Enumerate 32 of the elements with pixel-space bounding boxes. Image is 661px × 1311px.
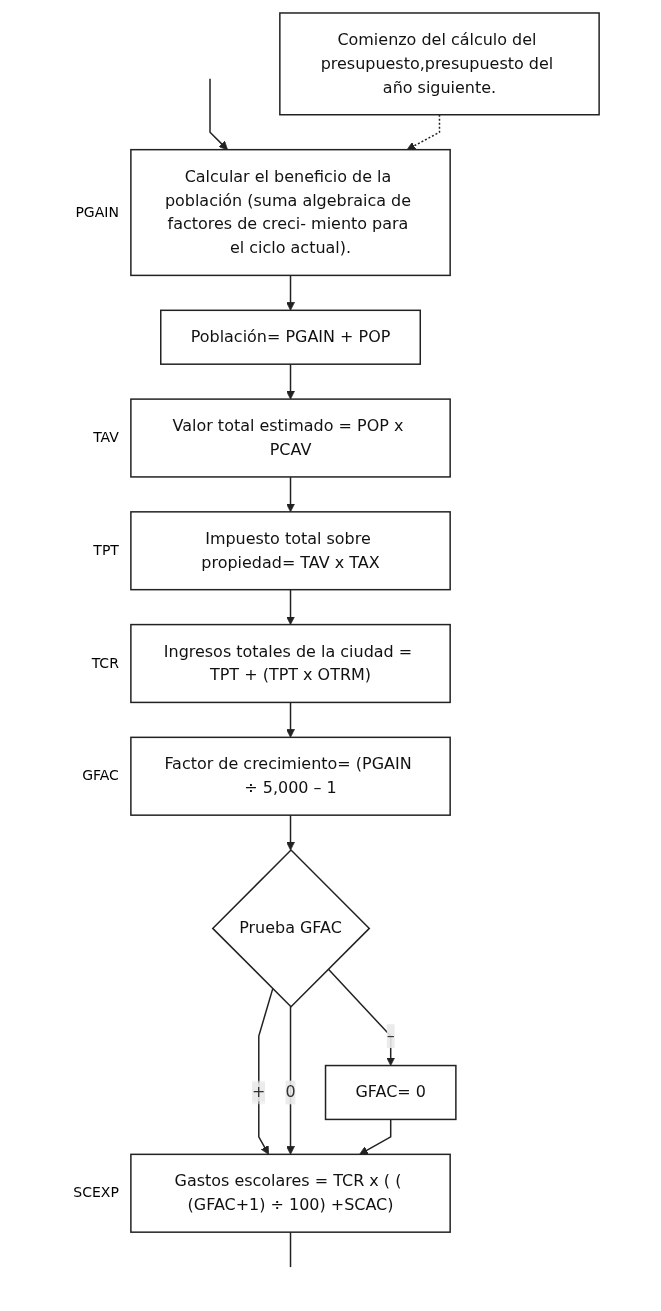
variable-name: TAV <box>93 429 119 445</box>
variable-name: PGAIN <box>75 203 119 220</box>
arrow <box>258 988 274 1155</box>
connector <box>289 1231 292 1268</box>
node-box: Población= PGAIN + POP <box>160 309 421 365</box>
node-box: Valor total estimado = POP x PCAV <box>130 398 451 478</box>
arrow <box>327 968 396 1066</box>
arrow <box>286 476 295 513</box>
node-box: Ingresos totales de la ciudad = TPT + (TPT x OTRM) <box>130 623 451 704</box>
edge-label: – <box>386 1026 395 1046</box>
arrow <box>286 1005 295 1155</box>
node-box: Impuesto total sobre propiedad= TAV x TAX <box>130 511 451 591</box>
node-diamond: Prueba GFAC <box>211 849 371 1008</box>
arrow <box>286 701 295 738</box>
node-box: Comienzo del cálculo del presupuesto,presupuesto del año siguiente. <box>279 12 600 116</box>
node-box: Gastos escolares = TCR x ( ( (GFAC+1) ÷ 100) +SCAC) <box>130 1153 451 1233</box>
arrow <box>209 78 228 151</box>
variable-name: TCR <box>91 654 119 671</box>
arrow <box>286 814 295 851</box>
arrow <box>406 114 441 151</box>
node-box: GFAC= 0 <box>324 1064 457 1121</box>
edge-label: + <box>252 1082 266 1102</box>
arrow <box>286 588 295 625</box>
arrow <box>286 363 295 400</box>
node-box: Calcular el beneficio de la población (suma algebraica de factores de creci- miento para el ciclo actual). <box>130 148 451 277</box>
edge-label: 0 <box>285 1082 296 1102</box>
variable-name: TPT <box>93 541 119 558</box>
node-box: Factor de crecimiento= (PGAIN ÷ 5,000 – 1 <box>130 736 451 816</box>
variable-name: SCEXP <box>73 1184 119 1201</box>
variable-name: GFAC <box>82 767 119 784</box>
arrow <box>286 274 295 311</box>
arrow <box>359 1118 392 1155</box>
